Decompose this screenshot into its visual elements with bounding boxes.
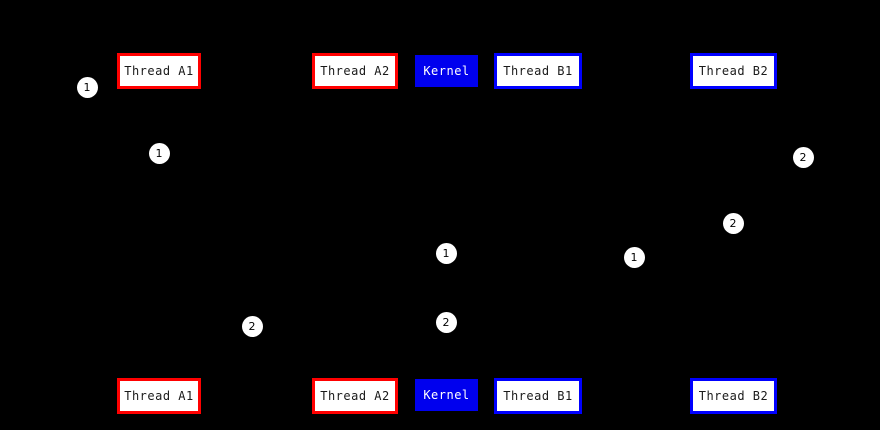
lifeline-foot-thread-a2[interactable]: Thread A2 — [312, 378, 398, 414]
lifeline-thread-b2 — [733, 89, 734, 378]
step-badge-2-kernel: 2 — [435, 311, 457, 333]
step-badge-1-a1: 1 — [148, 142, 170, 164]
lifeline-kernel — [446, 87, 447, 379]
step-badge-1-b1: 1 — [623, 246, 645, 268]
lifeline-thread-a2 — [355, 89, 356, 378]
lifeline-head-thread-a2[interactable]: Thread A2 — [312, 53, 398, 89]
lifeline-thread-b1 — [538, 89, 539, 378]
lifeline-head-kernel[interactable]: Kernel — [415, 55, 478, 87]
lifeline-foot-thread-b2[interactable]: Thread B2 — [690, 378, 777, 414]
lifeline-thread-a1 — [159, 89, 160, 378]
step-badge-2-a1-down: 2 — [241, 315, 263, 337]
step-badge-1-left: 1 — [76, 76, 98, 98]
lifeline-head-thread-b2[interactable]: Thread B2 — [690, 53, 777, 89]
step-badge-2-right: 2 — [792, 146, 814, 168]
message-kernel-to-b1 — [446, 257, 538, 258]
step-badge-1-kernel: 1 — [435, 242, 457, 264]
message-b2-to-kernel — [446, 322, 733, 323]
step-badge-2-b2-mid: 2 — [722, 212, 744, 234]
lifeline-foot-kernel[interactable]: Kernel — [415, 379, 478, 411]
lifeline-foot-thread-a1[interactable]: Thread A1 — [117, 378, 201, 414]
message-a1-to-kernel — [159, 253, 446, 254]
lifeline-head-thread-b1[interactable]: Thread B1 — [494, 53, 582, 89]
message-kernel-to-a1 — [159, 326, 446, 327]
lifeline-foot-thread-b1[interactable]: Thread B1 — [494, 378, 582, 414]
lifeline-head-thread-a1[interactable]: Thread A1 — [117, 53, 201, 89]
